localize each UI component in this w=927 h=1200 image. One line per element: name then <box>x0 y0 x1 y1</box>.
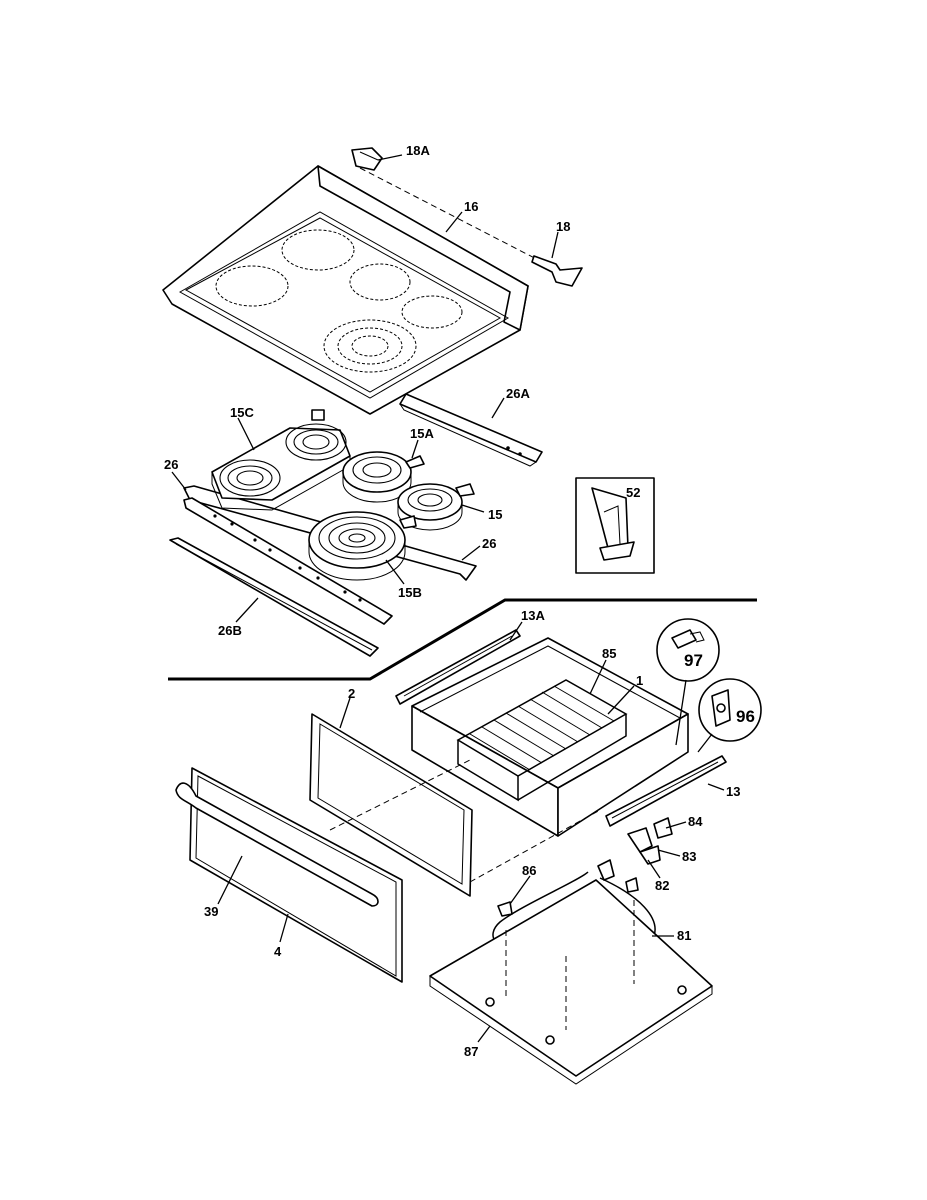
leader-lines <box>171 154 725 1043</box>
label-1: 1 <box>636 673 643 688</box>
label-18: 18 <box>556 219 570 234</box>
screw-97-callout <box>656 618 720 746</box>
label-81: 81 <box>677 928 691 943</box>
label-96: 96 <box>736 707 755 726</box>
drawer-handle-39 <box>175 782 379 907</box>
label-86: 86 <box>522 863 536 878</box>
label-26-left: 26 <box>164 457 178 472</box>
label-84: 84 <box>688 814 703 829</box>
trim-bracket-18a <box>351 147 383 171</box>
label-15: 15 <box>488 507 502 522</box>
element-15b-large <box>308 511 417 581</box>
label-15c: 15C <box>230 405 254 420</box>
label-26a: 26A <box>506 386 530 401</box>
label-13: 13 <box>726 784 740 799</box>
drawer-body <box>411 637 689 837</box>
label-83: 83 <box>682 849 696 864</box>
part-52-inset-box <box>575 477 655 574</box>
clip-96-callout <box>697 678 762 753</box>
support-rail-26b <box>169 537 379 657</box>
drawer-rack-85 <box>456 679 628 802</box>
label-82: 82 <box>655 878 669 893</box>
section-divider-line <box>168 598 757 681</box>
support-rail-26a <box>399 393 543 467</box>
label-15a: 15A <box>410 426 434 441</box>
label-97: 97 <box>684 651 703 670</box>
label-26b: 26B <box>218 623 242 638</box>
trim-bracket-18 <box>531 255 583 287</box>
drawer-bottom-panel-87 <box>429 879 713 1085</box>
label-2: 2 <box>348 686 355 701</box>
cooktop-glass-top <box>162 165 529 415</box>
label-26-right: 26 <box>482 536 496 551</box>
label-87: 87 <box>464 1044 478 1059</box>
drawer-slide-13 <box>605 755 727 827</box>
label-85: 85 <box>602 646 616 661</box>
label-13a: 13A <box>521 608 545 623</box>
element-15c-dual <box>211 409 351 511</box>
switch-bracket-82-84 <box>627 817 673 865</box>
label-52: 52 <box>626 485 640 500</box>
label-4: 4 <box>274 944 282 959</box>
drawer-inner-panel-2 <box>309 713 473 897</box>
label-18a: 18A <box>406 143 430 158</box>
element-15 <box>397 483 475 531</box>
label-15b: 15B <box>398 585 422 600</box>
drawer-slide-13a <box>395 629 521 705</box>
label-39: 39 <box>204 904 218 919</box>
label-16: 16 <box>464 199 478 214</box>
